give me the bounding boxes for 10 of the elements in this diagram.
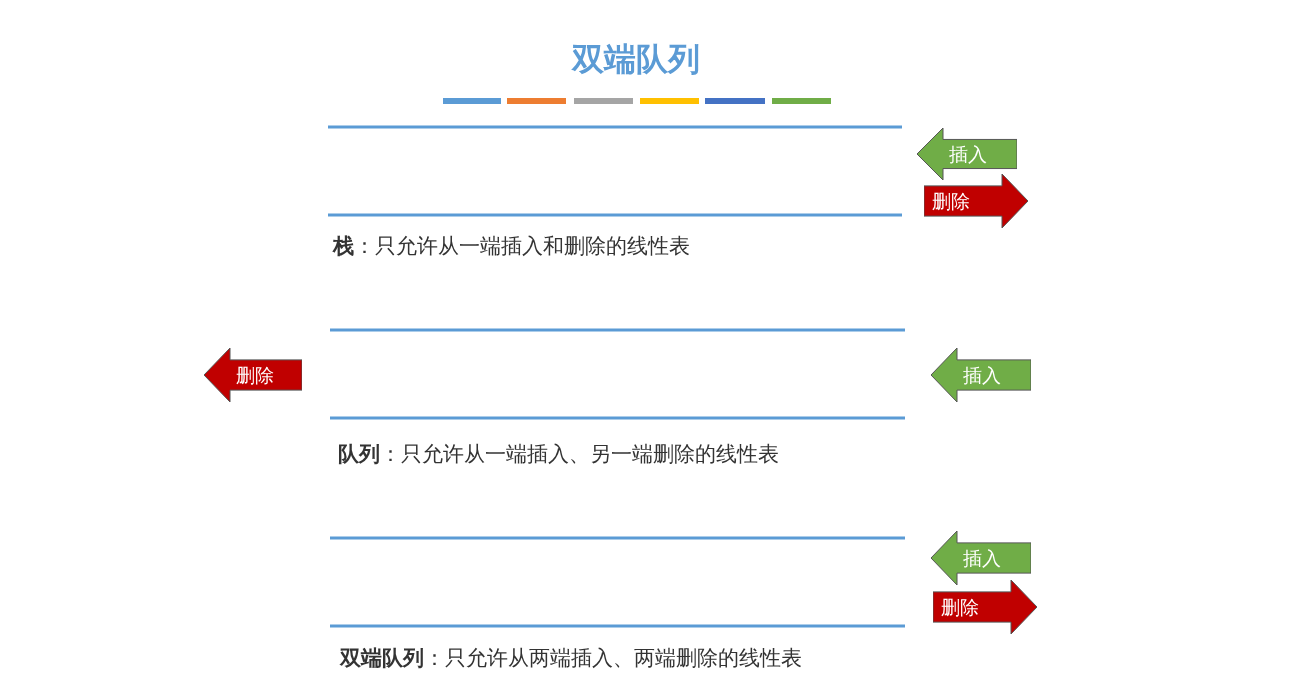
definition-text: 队列：只允许从一端插入、另一端删除的线性表 (338, 440, 779, 468)
arrow-label: 插入 (963, 363, 1001, 388)
definition-text: 双端队列：只允许从两端插入、两端删除的线性表 (340, 644, 802, 672)
title: 双端队列 (572, 39, 700, 80)
arrow-label: 删除 (941, 595, 979, 620)
definition-text: 栈：只允许从一端插入和删除的线性表 (333, 232, 690, 260)
arrow-label: 插入 (949, 142, 987, 167)
arrow-label: 删除 (932, 189, 970, 214)
arrow-label: 插入 (963, 546, 1001, 571)
arrow-label: 删除 (236, 363, 274, 388)
